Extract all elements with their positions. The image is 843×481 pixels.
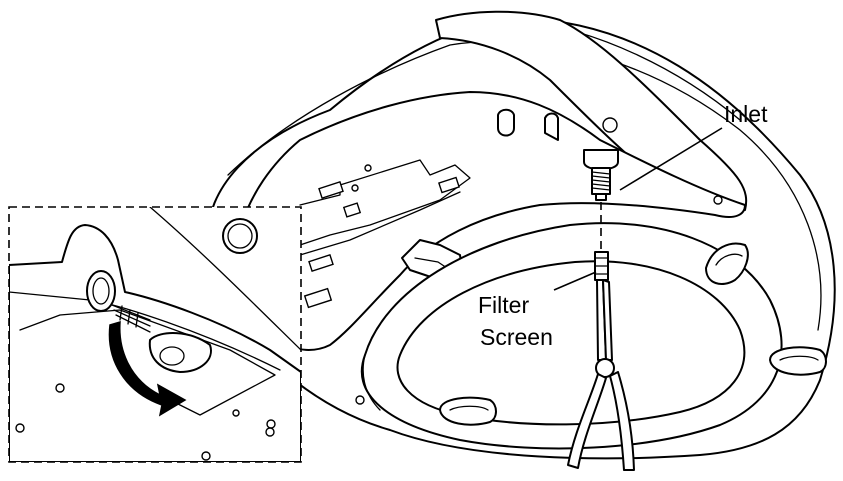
detail-inset (8, 206, 302, 463)
pliers-jaw-right (602, 279, 613, 361)
spine-small-hole (713, 195, 723, 205)
inset-hole-6 (265, 427, 275, 437)
inset-knob (86, 270, 116, 312)
inlet-tip (595, 193, 607, 201)
upper-tab-left (497, 108, 515, 137)
stepped-channel-lower (299, 191, 461, 256)
inset-plate-edge (19, 309, 276, 416)
inset-dashed-border (8, 206, 302, 463)
tray-edge (362, 354, 381, 411)
inlet-label: Inlet (724, 101, 768, 127)
inset-threaded-stem (111, 304, 151, 333)
inlet-fitting (583, 149, 619, 201)
pliers-handle-left (567, 373, 607, 469)
needle-nose-pliers (567, 279, 635, 471)
channel-slot-3 (342, 202, 362, 218)
inlet-callout: Inlet (619, 101, 768, 191)
foot-top-right (705, 242, 749, 285)
filter-label-line2: Screen (480, 324, 553, 350)
inset-surface-edge (149, 207, 301, 351)
pliers-handle-right (609, 371, 635, 471)
inset-rotation-arrow (108, 320, 187, 417)
filter-screen-mesh (594, 257, 609, 275)
inset-valve-body (148, 332, 212, 373)
spine-screw-hole (602, 117, 618, 133)
channel-slot-5 (303, 287, 333, 309)
tray-ring (360, 222, 827, 450)
upper-tab-right (544, 112, 559, 141)
channel-slot-4 (308, 253, 334, 273)
inset-large-hole-inner (227, 223, 253, 249)
foot-left (439, 396, 497, 426)
inlet-collar (583, 149, 619, 171)
inlet-threads (591, 171, 611, 191)
filter-label-line1: Filter (478, 292, 529, 318)
filter-screen (594, 251, 609, 281)
filter-screen-callout: Filter Screen (478, 271, 597, 350)
channel-slot-1 (318, 180, 344, 200)
plate-hole-3 (355, 395, 365, 405)
foot-right (769, 346, 827, 376)
inset-hole-5 (266, 419, 276, 429)
plate-hole-2 (351, 184, 359, 192)
inset-hole-4 (232, 409, 240, 417)
plate-hole-1 (364, 164, 372, 172)
inset-knob-inner (92, 277, 110, 305)
filter-leader-line (553, 271, 597, 291)
inset-hole-1 (55, 383, 65, 393)
inset-valve-inner (159, 346, 185, 366)
inset-hole-3 (201, 451, 211, 461)
channel-slot-2 (438, 176, 460, 194)
inlet-leader-line (619, 127, 723, 191)
inset-hole-2 (15, 423, 25, 433)
